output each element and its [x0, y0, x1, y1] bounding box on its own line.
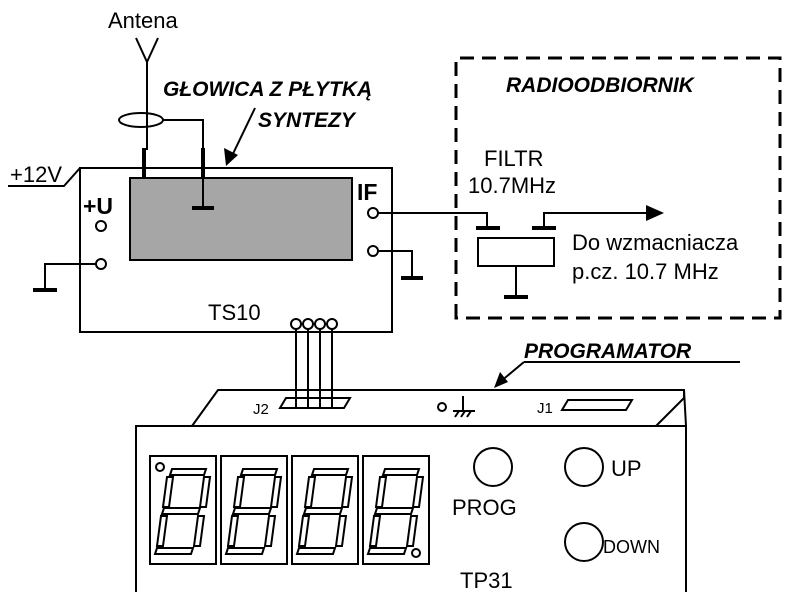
ground-terminal-left	[95, 258, 107, 270]
digit-3-segments	[296, 468, 353, 555]
prog-label: PROG	[452, 495, 517, 520]
head-pointer-arrow-icon	[224, 148, 238, 166]
head-pointer-line	[229, 107, 256, 161]
module-window	[129, 177, 353, 261]
digit-frame-4	[362, 455, 430, 565]
digit-1-segments	[153, 468, 212, 555]
programmer-title: PROGRAMATOR	[524, 340, 692, 363]
digit-2-segments	[225, 468, 282, 555]
filter-line2: 10.7MHz	[468, 173, 556, 198]
if-line	[378, 212, 488, 226]
j2-slot	[278, 397, 352, 409]
digit-frame-3	[291, 455, 359, 565]
up-button[interactable]	[564, 447, 604, 487]
if-label: IF	[357, 179, 377, 205]
antenna-label: Antena	[108, 8, 178, 33]
display-dot-left	[155, 462, 165, 472]
head-title-line2: SYNTEZY	[258, 109, 357, 132]
pcb-ground-terminal	[437, 402, 447, 412]
digit-4-segments	[367, 468, 424, 555]
up-label: UP	[611, 456, 642, 481]
digit-frame-2	[220, 455, 288, 565]
connector-pins	[290, 318, 338, 408]
down-label: DOWN	[603, 537, 660, 557]
prog-button[interactable]	[473, 447, 513, 487]
output-line	[543, 212, 650, 226]
programmer-case	[135, 425, 687, 592]
pcb-ground-icon	[453, 396, 475, 418]
j1-label: J1	[537, 400, 553, 417]
j1-slot	[560, 399, 634, 411]
pcb-edge	[655, 390, 685, 427]
plus-u-terminal	[95, 220, 107, 232]
j2-label: J2	[253, 401, 269, 418]
antenna	[118, 37, 204, 150]
seven-segment-display	[149, 455, 430, 565]
plus-u-label: +U	[83, 193, 113, 219]
filter-icon	[476, 226, 556, 299]
coupling-loop	[118, 112, 164, 128]
head-title-line1: GŁOWICA Z PŁYTKĄ	[163, 78, 372, 101]
supply-label: +12V	[10, 162, 62, 187]
filter-line1: FILTR	[484, 146, 543, 171]
amp-line2: p.cz. 10.7 MHz	[572, 259, 719, 284]
display-dot-right	[411, 548, 421, 558]
antenna-icon	[135, 37, 159, 150]
output-arrow-icon	[646, 205, 664, 221]
ground-terminal-right	[367, 245, 379, 257]
digit-frame-1	[149, 455, 217, 565]
programmer-label: TP31	[460, 568, 513, 592]
programmer-pointer-arrow-icon	[494, 372, 508, 388]
supply-line	[8, 167, 81, 187]
receiver-title: RADIOODBIORNIK	[506, 74, 696, 97]
receiver-box	[454, 56, 782, 320]
ground-lead-right	[378, 250, 413, 276]
loop-lead	[163, 119, 204, 150]
ground-lead-left	[44, 263, 96, 288]
amp-line1: Do wzmacniacza	[572, 230, 739, 255]
module-label: TS10	[208, 300, 261, 325]
down-button[interactable]	[564, 522, 604, 562]
if-terminal	[367, 207, 379, 219]
